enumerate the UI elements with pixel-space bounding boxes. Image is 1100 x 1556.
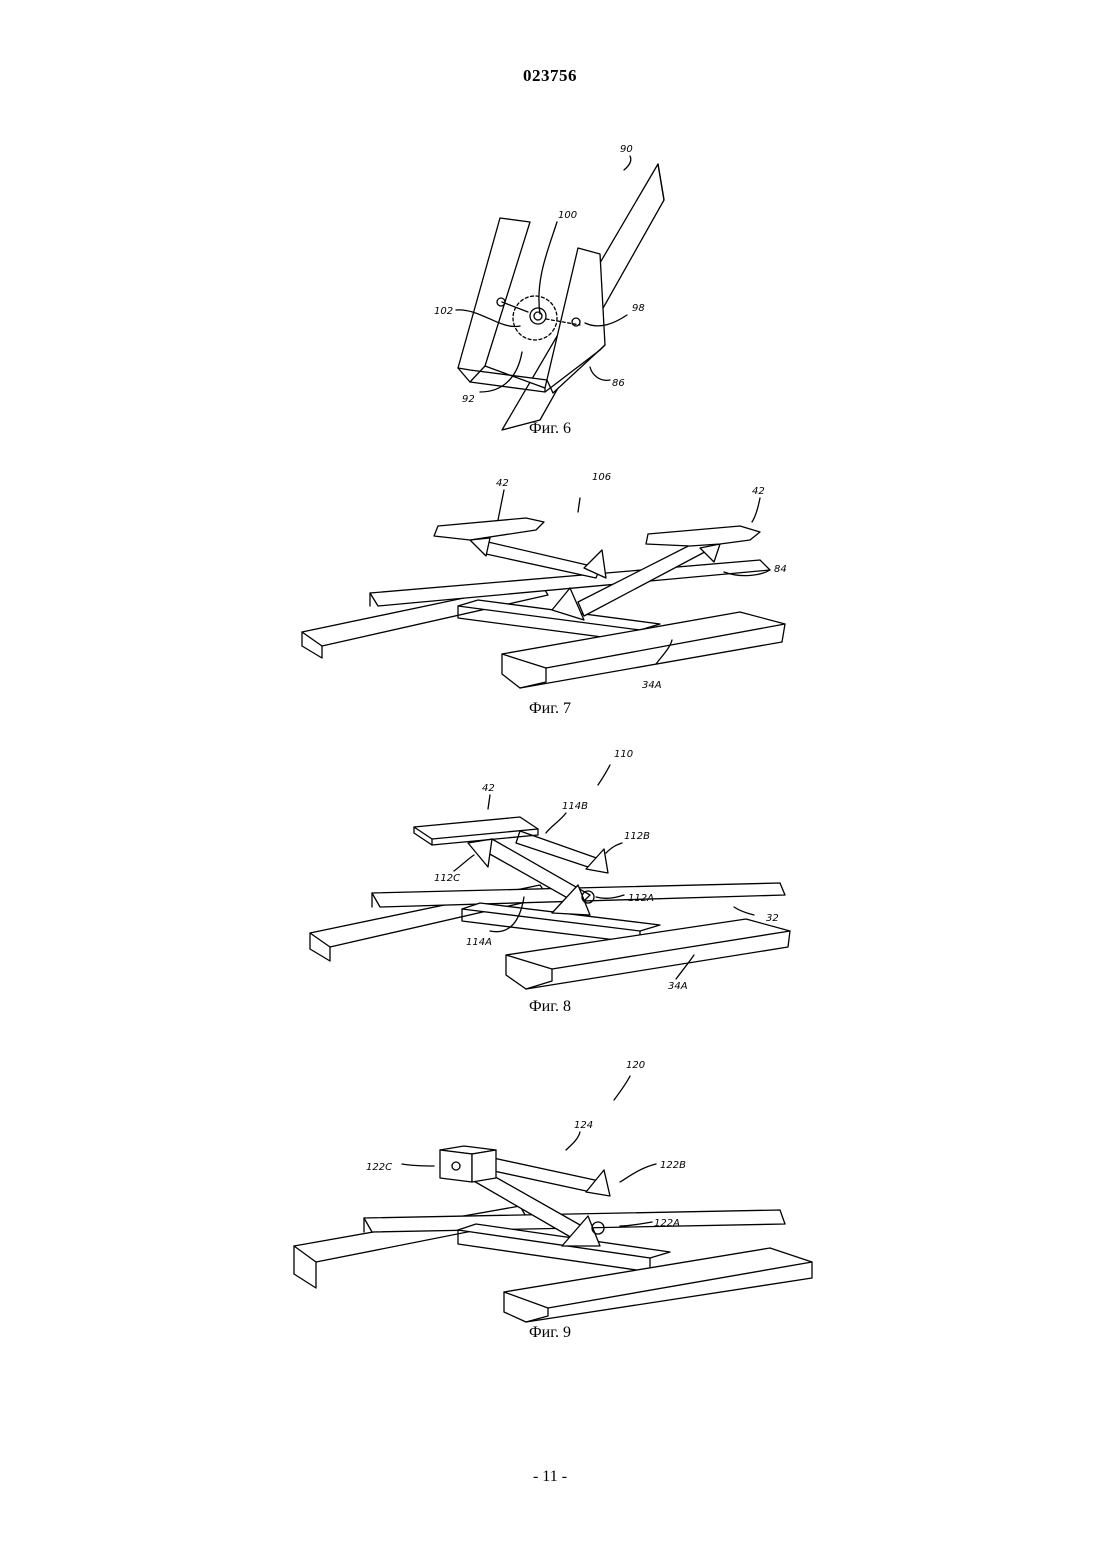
label-42: 42 bbox=[482, 783, 495, 794]
label-110: 110 bbox=[614, 749, 633, 760]
label-42-left: 42 bbox=[496, 478, 509, 489]
label-34a: 34A bbox=[668, 981, 688, 992]
label-112c: 112C bbox=[434, 873, 460, 884]
arm-left bbox=[486, 542, 600, 578]
document-number: 023756 bbox=[0, 66, 1100, 86]
block-122c-front bbox=[440, 1150, 472, 1182]
bracket-86 bbox=[458, 218, 605, 393]
figure-7-drawing: 42 106 42 84 34A bbox=[0, 460, 1100, 720]
platform-42-right bbox=[646, 526, 760, 546]
figure-8-caption: Фиг. 8 bbox=[0, 998, 1100, 1016]
label-124: 124 bbox=[574, 1120, 593, 1131]
label-114b: 114B bbox=[562, 801, 588, 812]
label-106: 106 bbox=[592, 472, 611, 483]
label-92: 92 bbox=[462, 394, 475, 405]
label-114a: 114A bbox=[466, 937, 492, 948]
label-32: 32 bbox=[766, 913, 779, 924]
label-112a: 112A bbox=[628, 893, 654, 904]
figure-9: 120 124 122C 122B 122A Фиг. 9 bbox=[0, 1050, 1100, 1350]
figure-6: 90 100 102 98 92 86 Фиг. 6 bbox=[0, 130, 1100, 450]
beam-34a bbox=[502, 612, 785, 668]
figure-8-drawing: 110 42 114B 112B 112C 112A 32 114A 34A bbox=[0, 735, 1100, 1025]
label-102: 102 bbox=[434, 306, 453, 317]
platform-42-left bbox=[434, 518, 544, 540]
gusset-3 bbox=[470, 538, 490, 556]
label-100: 100 bbox=[558, 210, 577, 221]
label-122b: 122B bbox=[660, 1160, 686, 1171]
label-42-right: 42 bbox=[752, 486, 765, 497]
figure-6-drawing: 90 100 102 98 92 86 bbox=[0, 130, 1100, 450]
label-122a: 122A bbox=[654, 1218, 680, 1229]
figure-6-caption: Фиг. 6 bbox=[0, 420, 1100, 438]
page-number: - 11 - bbox=[0, 1468, 1100, 1486]
label-120: 120 bbox=[626, 1060, 645, 1071]
label-98: 98 bbox=[632, 303, 645, 314]
figure-7-caption: Фиг. 7 bbox=[0, 700, 1100, 718]
label-122c: 122C bbox=[366, 1162, 392, 1173]
figure-9-caption: Фиг. 9 bbox=[0, 1324, 1100, 1342]
label-84: 84 bbox=[774, 564, 787, 575]
figure-7: 42 106 42 84 34A Фиг. 7 bbox=[0, 460, 1100, 720]
gusset-112c bbox=[468, 839, 492, 867]
label-34a: 34A bbox=[642, 680, 662, 691]
label-86: 86 bbox=[612, 378, 625, 389]
block-122c-side bbox=[472, 1150, 496, 1182]
label-112b: 112B bbox=[624, 831, 650, 842]
figure-9-drawing: 120 124 122C 122B 122A bbox=[0, 1050, 1100, 1350]
label-90: 90 bbox=[620, 144, 633, 155]
figure-8: 110 42 114B 112B 112C 112A 32 114A 34A Ф… bbox=[0, 735, 1100, 1025]
